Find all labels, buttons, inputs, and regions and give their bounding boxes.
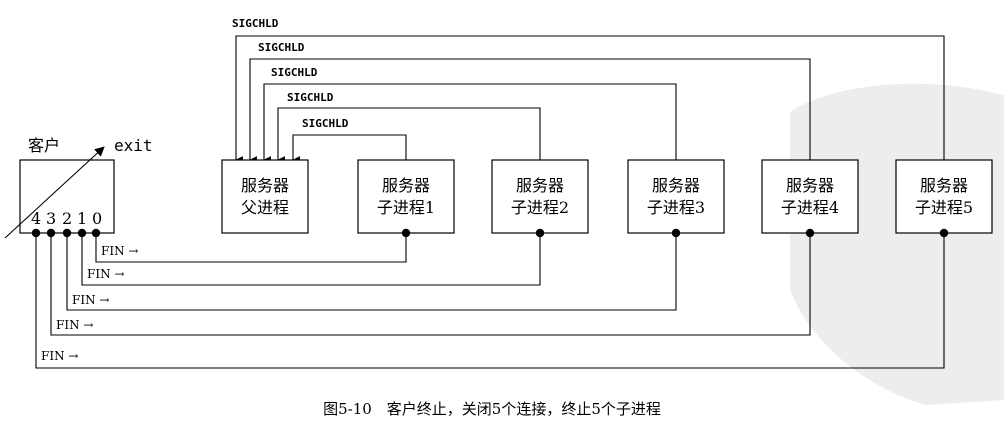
server-child-5-line2: 子进程5 xyxy=(915,198,973,217)
client-port-4: 4 xyxy=(31,209,41,228)
client-port-dot-0 xyxy=(91,228,101,238)
fin-label-5: FIN → xyxy=(41,349,78,363)
fin-labels: FIN → FIN → FIN → FIN → FIN → xyxy=(41,244,138,363)
client-port-dot-4 xyxy=(31,228,41,238)
server-child-dot-3 xyxy=(671,228,681,238)
server-child-dot-2 xyxy=(535,228,545,238)
server-child-4-line2: 子进程4 xyxy=(781,198,839,217)
server-child-dot-4 xyxy=(805,228,815,238)
client-port-dot-1 xyxy=(77,228,87,238)
figure-caption: 图5-10 客户终止，关闭5个连接，终止5个子进程 xyxy=(323,400,661,418)
server-child-dot-5 xyxy=(939,228,949,238)
server-parent-box xyxy=(221,159,309,234)
fin-label-4: FIN → xyxy=(56,318,93,332)
client-port-dot-2 xyxy=(62,228,72,238)
sigchld-wires xyxy=(235,35,945,164)
sigchld-label-1: SIGCHLD xyxy=(302,117,349,130)
server-child-box-5 xyxy=(895,159,993,234)
server-parent-node: 服务器 父进程 xyxy=(221,159,309,234)
fin-wire-5 xyxy=(35,233,945,369)
server-child-dot-1 xyxy=(401,228,411,238)
server-child-node-4: 服务器 子进程4 xyxy=(761,159,859,238)
fin-label-3: FIN → xyxy=(72,293,109,307)
watermark-seal xyxy=(790,83,1004,405)
server-child-node-3: 服务器 子进程3 xyxy=(627,159,725,238)
server-child-5-line1: 服务器 xyxy=(920,176,968,195)
server-child-node-5: 服务器 子进程5 xyxy=(895,159,993,238)
server-parent-line2: 父进程 xyxy=(241,198,289,217)
client-port-1: 1 xyxy=(77,209,87,228)
server-child-box-4 xyxy=(761,159,859,234)
sigchld-label-2: SIGCHLD xyxy=(287,91,334,104)
client-label: 客户 xyxy=(28,136,60,155)
sigchld-wire-2 xyxy=(277,107,541,164)
server-child-2-line1: 服务器 xyxy=(516,176,564,195)
client-port-2: 2 xyxy=(62,209,72,228)
sigchld-wire-4 xyxy=(249,58,811,164)
server-child-node-2: 服务器 子进程2 xyxy=(491,159,589,238)
sigchld-label-4: SIGCHLD xyxy=(258,41,305,54)
client-port-3: 3 xyxy=(46,209,56,228)
server-child-4-line1: 服务器 xyxy=(786,176,834,195)
fin-wires xyxy=(35,233,945,369)
fin-wire-2 xyxy=(81,233,541,286)
sigchld-wire-3 xyxy=(263,83,677,164)
fin-wire-3 xyxy=(66,233,677,311)
server-child-node-1: 服务器 子进程1 xyxy=(357,159,455,238)
client-node: 客户 4 3 2 1 0 exit xyxy=(4,136,153,239)
server-child-1-line2: 子进程1 xyxy=(377,198,435,217)
exit-arrow xyxy=(4,146,105,239)
client-box xyxy=(19,159,115,234)
sigchld-label-5: SIGCHLD xyxy=(232,17,279,30)
sigchld-label-3: SIGCHLD xyxy=(271,66,318,79)
server-child-2-line2: 子进程2 xyxy=(511,198,569,217)
server-child-box-1 xyxy=(357,159,455,234)
server-child-box-2 xyxy=(491,159,589,234)
server-child-box-3 xyxy=(627,159,725,234)
sigchld-labels: SIGCHLD SIGCHLD SIGCHLD SIGCHLD SIGCHLD xyxy=(232,17,349,130)
exit-label: exit xyxy=(114,136,153,155)
server-parent-line1: 服务器 xyxy=(241,176,289,195)
fin-wire-1 xyxy=(95,233,407,263)
client-port-dot-3 xyxy=(46,228,56,238)
server-child-1-line1: 服务器 xyxy=(382,176,430,195)
sigchld-wire-1 xyxy=(292,134,407,164)
client-port-0: 0 xyxy=(92,209,102,228)
fin-label-1: FIN → xyxy=(101,244,138,258)
sigchld-wire-5 xyxy=(235,35,945,164)
fin-label-2: FIN → xyxy=(87,267,124,281)
server-child-3-line1: 服务器 xyxy=(652,176,700,195)
fin-wire-4 xyxy=(50,233,811,336)
server-child-3-line2: 子进程3 xyxy=(647,198,705,217)
